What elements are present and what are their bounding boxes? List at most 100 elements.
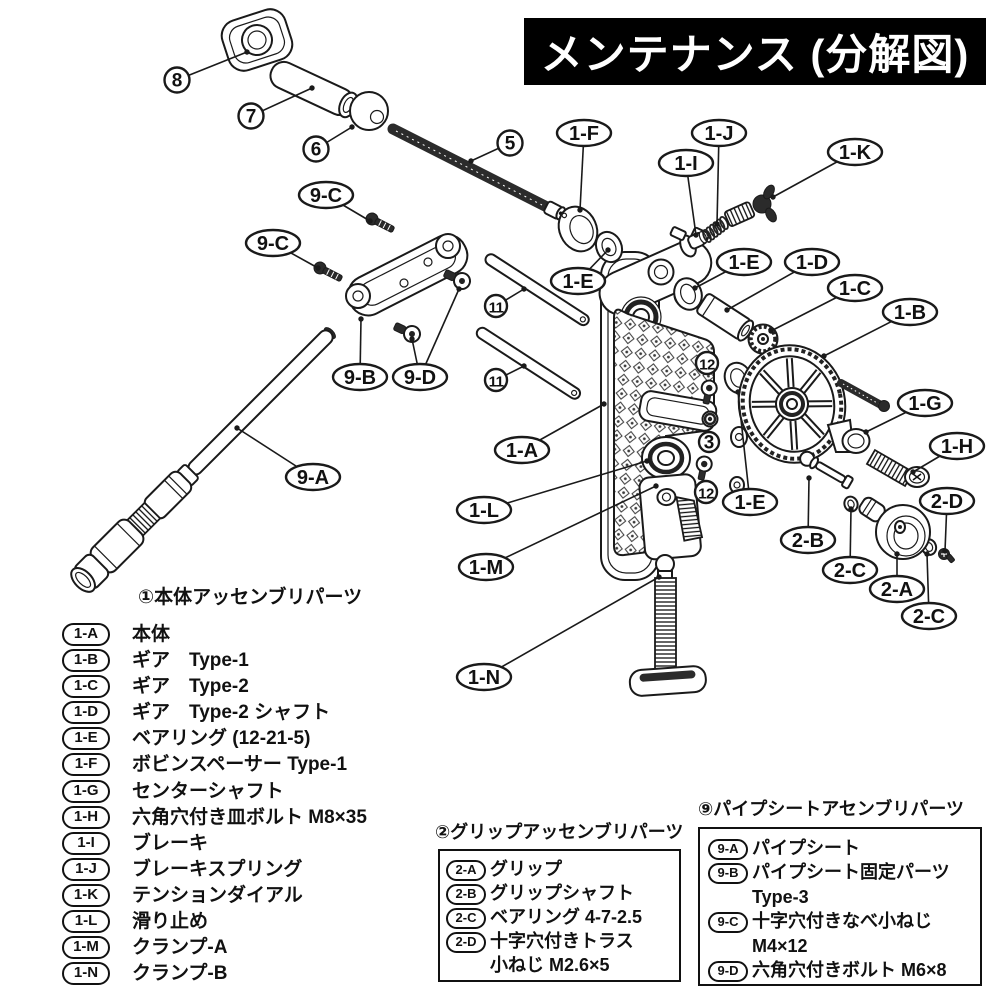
center-shaft-part [826, 418, 871, 454]
svg-text:8: 8 [172, 71, 183, 92]
svg-text:1-G: 1-G [908, 393, 941, 415]
svg-text:12: 12 [699, 357, 715, 374]
svg-text:9-D: 9-D [404, 367, 436, 389]
part-callout-9-B: 9-B [331, 316, 389, 392]
svg-text:1-I: 1-I [674, 153, 697, 175]
svg-text:1-E: 1-E [728, 252, 759, 274]
part-callout-1-F: 1-F [555, 118, 613, 213]
svg-text:3: 3 [704, 433, 715, 454]
part-label: パイプシート [752, 838, 860, 858]
main-body-part [598, 226, 718, 581]
part-callout-6: 6 [302, 124, 355, 163]
part-callout-1-E: 1-E [692, 247, 773, 291]
part-callout-12: 12 [693, 479, 719, 505]
part-callout-2-B: 2-B [779, 475, 837, 555]
part-id-badge: 2-C [446, 908, 486, 929]
part-label: グリップ [490, 859, 562, 879]
part-label: 六角穴付きボルト M6×8 [752, 960, 947, 981]
svg-text:2-C: 2-C [834, 560, 866, 582]
hex-bolt-part [443, 269, 471, 290]
part-id-badge: 1-J [62, 857, 110, 881]
main-gear-part [737, 344, 847, 464]
part-id-badge: 1-G [62, 779, 110, 803]
grip-part [858, 496, 931, 560]
bearing-small-part [843, 495, 859, 513]
part-callout-3: 3 [697, 430, 721, 454]
dome-cap-part [349, 91, 389, 131]
part-label: ギア Type-2 [132, 676, 249, 698]
part-label: 六角穴付き皿ボルト M8×35 [132, 806, 367, 828]
part-callout-7: 7 [237, 85, 315, 130]
part-callout-9-C: 9-C [297, 180, 373, 224]
part-label: センターシャフト [132, 780, 284, 802]
part-label: ボビンスペーサー Type-1 [132, 754, 348, 776]
svg-text:1-L: 1-L [469, 500, 499, 522]
part-id-badge: 1-L [62, 910, 110, 934]
part-callout-1-E: 1-E [721, 389, 779, 517]
svg-text:9-B: 9-B [344, 367, 376, 389]
parts-list-item: 1-G センターシャフト [62, 779, 367, 805]
section-heading: ②グリップアッセンブリパーツ [435, 822, 684, 842]
hex-bolt-part [393, 322, 421, 343]
part-callout-9-C: 9-C [244, 228, 321, 271]
svg-text:1-H: 1-H [941, 436, 973, 458]
clamp-screw-part [628, 554, 707, 697]
parts-list-item: 1-N クランプ-B [62, 961, 367, 987]
part-id-badge: 9-D [708, 961, 748, 983]
part-id-badge: 9-C [708, 912, 748, 934]
part-callout-5: 5 [468, 129, 524, 164]
svg-text:1-F: 1-F [569, 123, 599, 145]
part-callout-1-G: 1-G [863, 388, 954, 435]
part-id-badge: 1-F [62, 753, 110, 777]
part-callout-1-D: 1-D [724, 247, 841, 313]
svg-text:1-K: 1-K [839, 142, 872, 164]
part-label: クランプ-B [132, 963, 228, 985]
svg-text:2-A: 2-A [881, 579, 913, 601]
parts-list-item: 1-B ギア Type-1 [62, 648, 367, 674]
part-callout-11: 11 [483, 286, 527, 319]
part-label: ギア Type-1 [132, 650, 249, 672]
part-id-badge: 1-C [62, 675, 110, 699]
part-id-badge: 9-A [708, 839, 748, 860]
svg-text:7: 7 [246, 107, 257, 128]
svg-text:2-C: 2-C [913, 606, 945, 628]
part-id-badge: 2-B [446, 884, 486, 905]
parts-list-item: 1-I ブレーキ [62, 831, 367, 857]
brake-spring-part [702, 216, 729, 243]
svg-text:9-C: 9-C [257, 233, 289, 255]
part-id-badge: 1-I [62, 831, 110, 855]
part-label: テンションダイアル [132, 884, 303, 906]
pipe-seat-bracket-part [345, 233, 469, 317]
part-label: ブレーキスプリング [132, 858, 303, 880]
parts-list-item: 1-F ボビンスペーサー Type-1 [62, 752, 367, 778]
part-id-badge: 1-B [62, 649, 110, 673]
part-callout-1-E: 1-E [549, 247, 611, 296]
part-callout-1-H: 1-H [910, 431, 986, 475]
part-id-badge: 1-N [62, 962, 110, 986]
svg-text:2-D: 2-D [931, 491, 963, 513]
part-id-badge: 2-A [446, 860, 486, 881]
pin-part [484, 253, 590, 327]
part-label: ブレーキ [132, 832, 209, 854]
page-title: メンテナンス (分解図) [540, 31, 970, 78]
bobbin-spacer-part [557, 205, 599, 253]
svg-text:1-B: 1-B [894, 302, 926, 324]
part-label: ギア Type-2 シャフト [132, 702, 331, 724]
tension-dial-part [724, 184, 777, 227]
part-label: ベアリング (12-21-5) [132, 728, 311, 750]
